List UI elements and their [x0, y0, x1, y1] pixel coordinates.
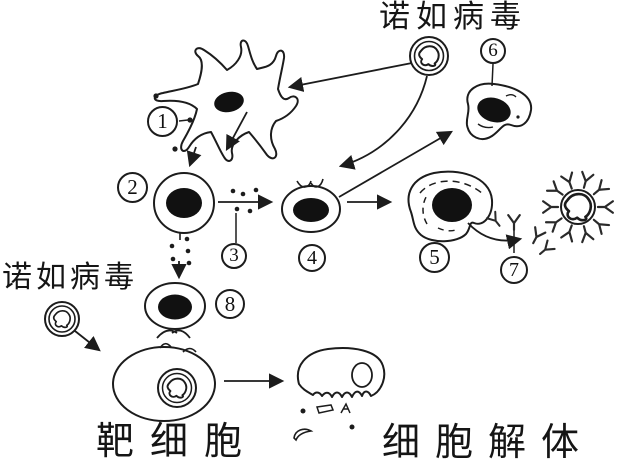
virus-antibody-complex	[542, 170, 614, 244]
phagocyte-cell-1	[153, 39, 299, 162]
b-cell-4	[281, 178, 341, 233]
arrow-cell5-to-antibody	[467, 222, 523, 253]
target-cell	[112, 342, 216, 422]
cytokine-dots-3	[230, 187, 259, 243]
arrow-cell4-to-cell6	[338, 130, 453, 198]
lymphocyte-cell-2	[153, 172, 215, 234]
virus-in-target-cell	[157, 368, 197, 408]
marker-8: 8	[215, 289, 245, 319]
memory-cell-6	[465, 63, 533, 140]
marker-4: 4	[298, 244, 326, 272]
marker-1: 1	[147, 106, 178, 137]
marker-6: 6	[480, 38, 506, 64]
plasma-cell-5	[407, 170, 494, 243]
marker-7: 7	[500, 256, 528, 284]
virus-icon-left	[44, 301, 80, 337]
marker-2: 2	[117, 172, 148, 203]
dotted-arrow-cell2-to-cell8	[169, 233, 192, 280]
virus-label-left: 诺如病毒	[2, 261, 138, 294]
target-cell-label: 靶细胞	[96, 421, 259, 463]
arrow-phagocyte-to-cell2	[186, 146, 202, 168]
arrow-virus-to-target-cell	[74, 330, 101, 352]
marker-3: 3	[221, 243, 247, 269]
lysed-cell	[293, 347, 386, 442]
antibody-y-icons-7	[485, 210, 556, 260]
arrow-virus-to-cell4	[338, 75, 428, 170]
virus-label-top: 诺如病毒	[379, 0, 527, 34]
virus-icon-top	[409, 36, 449, 76]
arrow-virus-to-phagocyte	[287, 62, 413, 92]
marker-5: 5	[419, 242, 450, 273]
arrow-inside-phagocyte	[225, 111, 248, 152]
effector-cell-8	[144, 282, 206, 339]
cell-lysis-label: 细胞解体	[382, 422, 595, 464]
